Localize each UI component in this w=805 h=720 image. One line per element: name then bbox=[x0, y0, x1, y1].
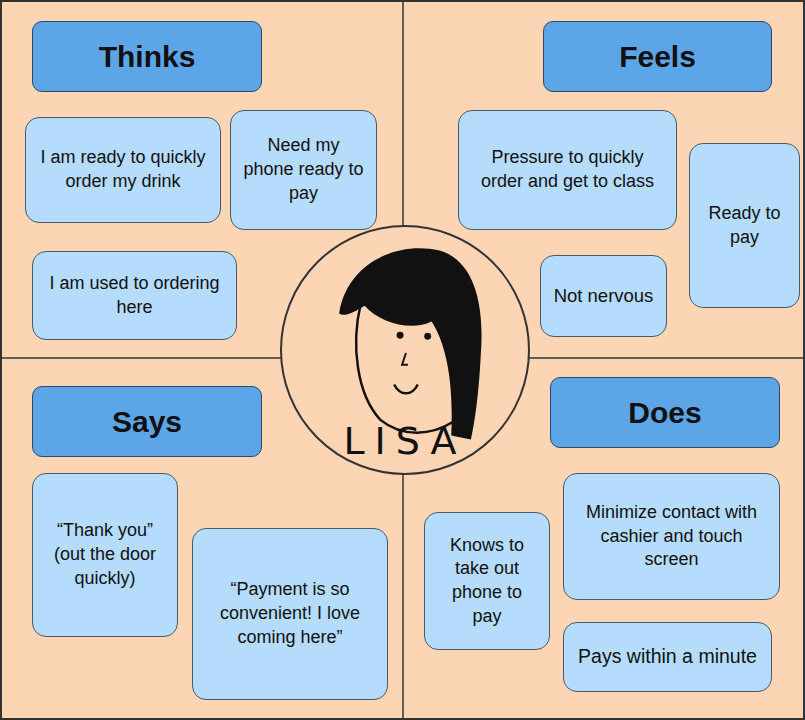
quadrant-header: Says bbox=[32, 386, 262, 457]
sticky-note: Pays within a minute bbox=[563, 622, 772, 692]
note-text: Need my phone ready to pay bbox=[231, 128, 376, 211]
note-text: I am ready to quickly order my drink bbox=[26, 140, 220, 200]
quadrant-header: Feels bbox=[543, 21, 772, 92]
header-text: Says bbox=[112, 405, 182, 439]
face-stroke bbox=[402, 353, 408, 365]
sticky-note: “Payment is so convenient! I love coming… bbox=[192, 528, 388, 700]
note-text: Pays within a minute bbox=[568, 638, 767, 676]
face-stroke bbox=[394, 384, 418, 393]
note-text: “Payment is so convenient! I love coming… bbox=[193, 572, 387, 655]
quadrant-header: Does bbox=[550, 377, 780, 448]
header-text: Feels bbox=[619, 40, 696, 74]
sticky-note: I am ready to quickly order my drink bbox=[25, 117, 221, 223]
sticky-note: I am used to ordering here bbox=[32, 251, 237, 340]
note-text: Pressure to quickly order and get to cla… bbox=[459, 140, 676, 200]
sticky-note: Ready to pay bbox=[689, 143, 800, 308]
face-stroke bbox=[339, 248, 482, 439]
note-text: “Thank you” (out the door quickly) bbox=[33, 513, 177, 596]
note-text: Knows to take out phone to pay bbox=[425, 528, 549, 635]
sticky-note: Need my phone ready to pay bbox=[230, 110, 377, 230]
sticky-note: “Thank you” (out the door quickly) bbox=[32, 473, 178, 637]
persona-circle: LISA bbox=[280, 225, 530, 475]
quadrant-header: Thinks bbox=[32, 21, 262, 92]
header-text: Does bbox=[628, 396, 701, 430]
persona-name: LISA bbox=[282, 419, 528, 463]
note-text: Minimize contact with cashier and touch … bbox=[564, 495, 779, 578]
header-text: Thinks bbox=[99, 40, 196, 74]
sticky-note: Minimize contact with cashier and touch … bbox=[563, 473, 780, 600]
sticky-note: Knows to take out phone to pay bbox=[424, 512, 550, 650]
sticky-note: Pressure to quickly order and get to cla… bbox=[458, 110, 677, 230]
note-text: Ready to pay bbox=[690, 196, 799, 256]
face-stroke bbox=[397, 332, 404, 339]
face-stroke bbox=[424, 333, 431, 340]
note-text: I am used to ordering here bbox=[33, 266, 236, 326]
note-text: Not nervous bbox=[544, 278, 664, 314]
sticky-note: Not nervous bbox=[540, 255, 667, 337]
